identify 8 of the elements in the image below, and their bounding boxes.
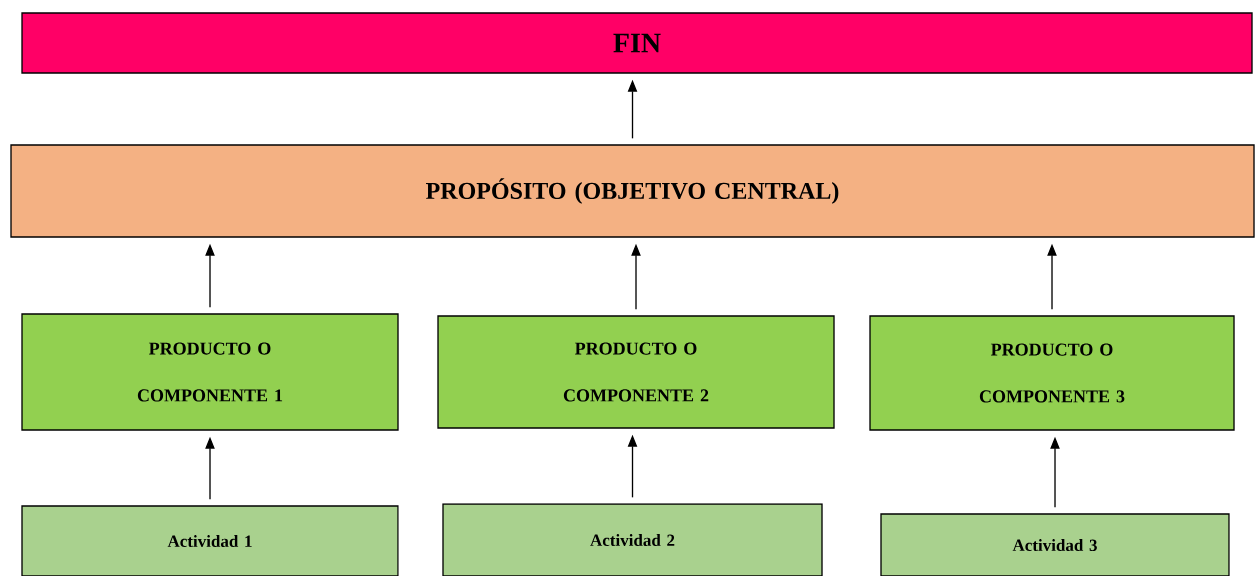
activity-box: Actividad 1 xyxy=(21,505,399,576)
component-box: PRODUCTO O COMPONENTE 3 xyxy=(869,315,1235,431)
activity-box: Actividad 2 xyxy=(442,503,823,576)
activity-box: Actividad 3 xyxy=(880,513,1230,576)
goal-box: FIN xyxy=(21,12,1253,74)
component-box: PRODUCTO O COMPONENTE 2 xyxy=(437,315,835,429)
component-box: PRODUCTO O COMPONENTE 1 xyxy=(21,313,399,431)
purpose-box: PROPÓSITO (OBJETIVO CENTRAL) xyxy=(10,144,1255,238)
